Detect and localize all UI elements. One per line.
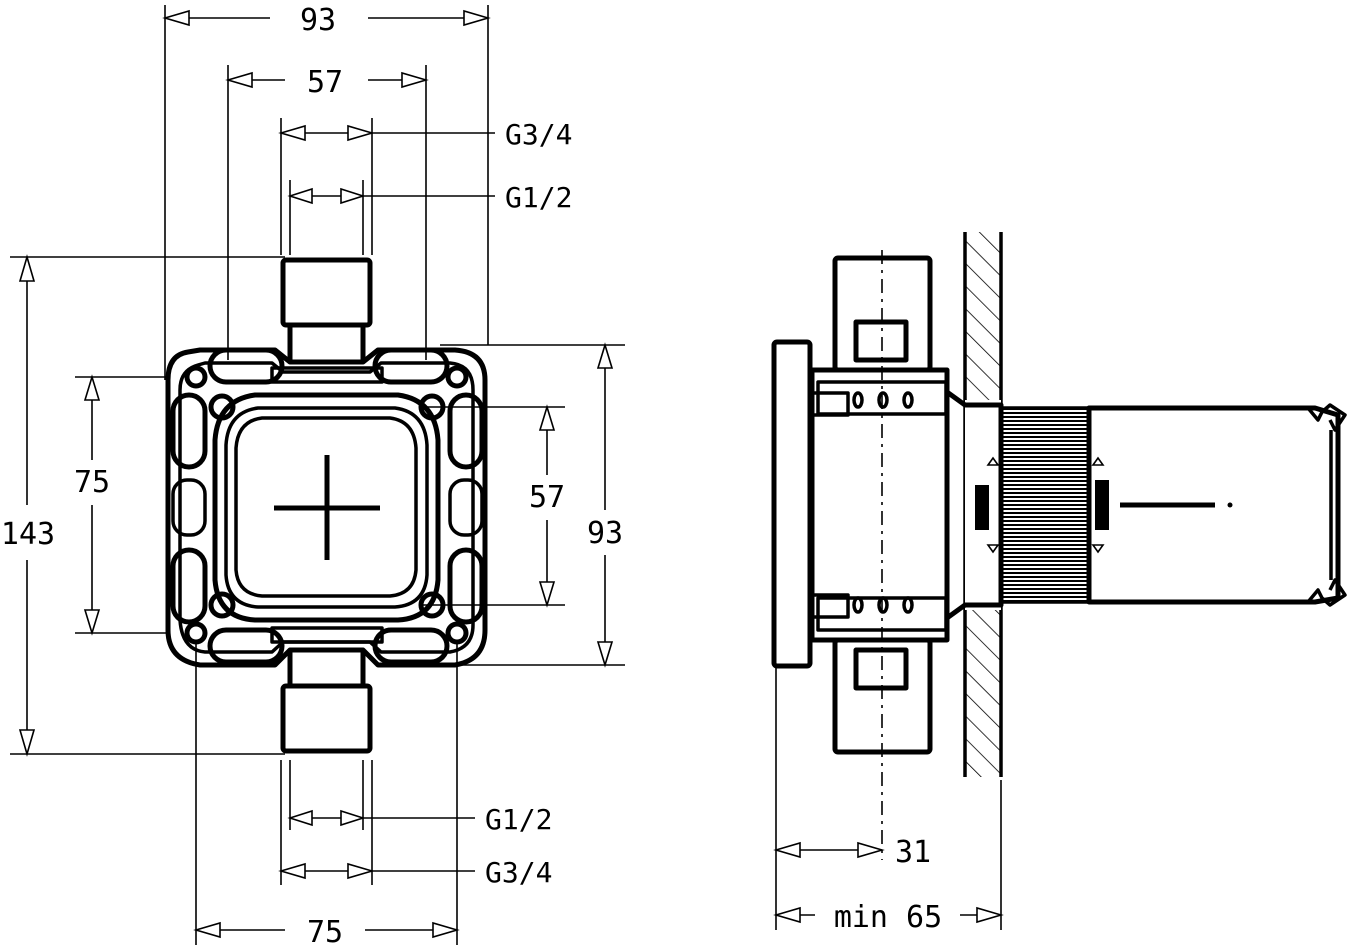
side-view: 31 min 65: [771, 232, 1347, 935]
dim-label-93-top: 93: [300, 3, 336, 38]
dim-thread-top-large: G3/4: [278, 118, 572, 151]
dim-label-31: 31: [895, 835, 931, 870]
dim-depth-axis: 31: [773, 835, 931, 870]
dim-label-57-right: 57: [529, 480, 565, 515]
dim-height-right: 93: [587, 342, 623, 668]
dim-thread-top-small: G1/2: [287, 181, 572, 214]
depth-scale-marks: [975, 456, 1109, 554]
dim-thread-bottom-large: G3/4: [278, 856, 552, 889]
dim-height-left: 75: [74, 374, 110, 636]
valve-body-front: [165, 257, 488, 754]
extension-lines: [10, 5, 625, 945]
dim-thread-bottom-small: G1/2: [287, 803, 552, 836]
valve-body-side: [771, 250, 1347, 860]
dim-height-total: 143: [1, 254, 55, 757]
dim-width-mounting: 57: [225, 65, 429, 100]
dim-label-143: 143: [1, 517, 55, 552]
front-view: 93 57 G3/4 G1/2 G1/2: [1, 3, 625, 950]
dim-label-min-65: min 65: [834, 900, 942, 935]
dim-width-total: 93: [162, 3, 491, 38]
dim-label-75-left: 75: [74, 465, 110, 500]
dim-label-g12-bottom: G1/2: [485, 803, 552, 836]
dim-height-inner: 57: [529, 404, 565, 608]
wall-section: [963, 232, 1003, 777]
dim-label-g12-top: G1/2: [505, 181, 572, 214]
side-extension-lines: [775, 668, 1002, 930]
dim-width-bottom: 75: [193, 915, 460, 950]
dim-depth-min: min 65: [773, 900, 1004, 935]
dim-label-93-right: 93: [587, 516, 623, 551]
dim-label-g34-bottom: G3/4: [485, 856, 552, 889]
dim-label-g34-top: G3/4: [505, 118, 572, 151]
o-ring-marks: [852, 391, 914, 614]
dim-label-75-bottom: 75: [307, 915, 343, 950]
dim-label-57-top: 57: [307, 65, 343, 100]
